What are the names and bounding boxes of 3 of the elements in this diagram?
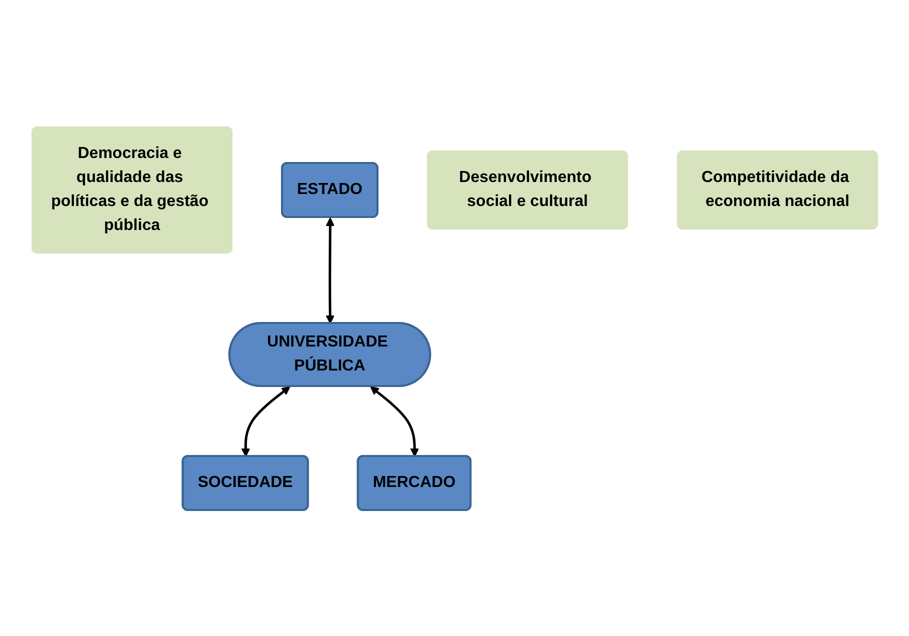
arrow: [370, 386, 419, 456]
arrow: [241, 386, 290, 456]
arrow: [325, 217, 334, 324]
